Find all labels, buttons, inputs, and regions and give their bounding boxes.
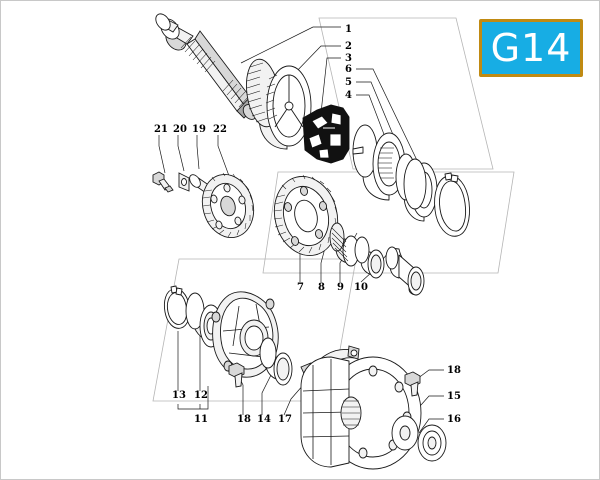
- callout-9: 9: [337, 282, 344, 293]
- part-differential-case: [300, 356, 422, 470]
- callout-15: 15: [447, 391, 461, 402]
- callout-22: 22: [213, 124, 227, 135]
- group-box-middle: [262, 171, 515, 274]
- callout-12: 12: [194, 390, 208, 401]
- callout-19: 19: [192, 124, 206, 135]
- part-bushing: [354, 236, 385, 279]
- part-washer: [391, 415, 419, 451]
- part-splined-collar: [329, 222, 360, 267]
- callout-18-left: 18: [237, 414, 251, 425]
- callout-21: 21: [154, 124, 168, 135]
- part-speedometer-gear: [201, 172, 255, 238]
- part-outer-race: [395, 153, 438, 222]
- part-flange-bolt-left: [228, 362, 245, 388]
- part-drive-gear: [246, 58, 312, 150]
- callout-13: 13: [172, 390, 186, 401]
- callout-2: 2: [345, 41, 352, 52]
- part-snap-ring: [434, 172, 470, 237]
- callout-14: 14: [257, 414, 271, 425]
- part-ring-gear: [273, 174, 339, 256]
- part-clutch-hub: [302, 104, 350, 164]
- part-synchronizer-ring: [352, 124, 406, 201]
- callout-1: 1: [345, 24, 352, 35]
- part-ball-bearing: [185, 292, 223, 348]
- diagram-code-badge: G14: [479, 19, 583, 77]
- callout-8: 8: [318, 282, 325, 293]
- callout-20: 20: [173, 124, 187, 135]
- part-lock-plate: [178, 172, 190, 192]
- callout-7: 7: [297, 282, 304, 293]
- part-input-shaft: [155, 13, 258, 120]
- part-retaining-ring: [163, 285, 191, 329]
- part-sleeve: [259, 337, 293, 386]
- callout-16: 16: [447, 414, 461, 425]
- callout-11: 11: [194, 414, 208, 425]
- part-stepped-bushing: [385, 246, 425, 296]
- part-bolt: [152, 171, 174, 193]
- part-flange-bolt-right: [404, 371, 421, 397]
- callout-17: 17: [278, 414, 292, 425]
- callout-18-right: 18: [447, 365, 461, 376]
- part-lock-nut: [417, 424, 447, 462]
- callout-3: 3: [345, 53, 352, 64]
- diagram-code-text: G14: [490, 26, 572, 70]
- callout-5: 5: [345, 77, 352, 88]
- callout-10: 10: [354, 282, 368, 293]
- callout-4: 4: [345, 90, 352, 101]
- callout-6: 6: [345, 64, 352, 75]
